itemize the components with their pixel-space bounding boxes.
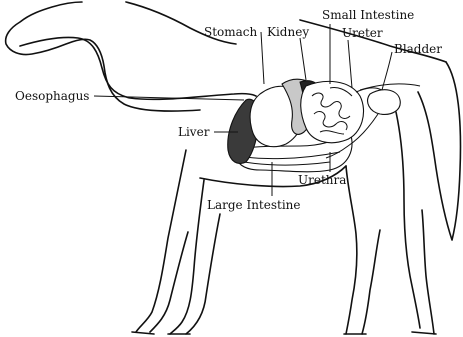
label-urethra: Urethra [298, 173, 346, 187]
label-small-intestine: Small Intestine [322, 8, 414, 22]
label-large-intestine: Large Intestine [207, 198, 301, 212]
label-bladder: Bladder [394, 42, 442, 56]
organs [228, 79, 420, 172]
horse-hooves-outline [132, 332, 436, 334]
label-liver: Liver [178, 125, 210, 139]
label-ureter: Ureter [342, 26, 383, 40]
label-oesophagus: Oesophagus [15, 89, 89, 103]
horse-hind-leg-outline [346, 112, 434, 334]
small-intestine-mass [301, 81, 364, 142]
small-intestine [301, 81, 364, 142]
ureter-leader [348, 40, 352, 88]
kidney-leader [300, 38, 306, 80]
stomach-leader [261, 32, 264, 84]
horse-tail-outline [418, 62, 460, 240]
label-kidney: Kidney [267, 25, 309, 39]
label-stomach: Stomach [204, 25, 258, 39]
rectum-tube [360, 84, 420, 90]
bladder [368, 90, 401, 115]
horse-outline [6, 2, 461, 334]
horse-front-leg-outline [136, 150, 220, 334]
